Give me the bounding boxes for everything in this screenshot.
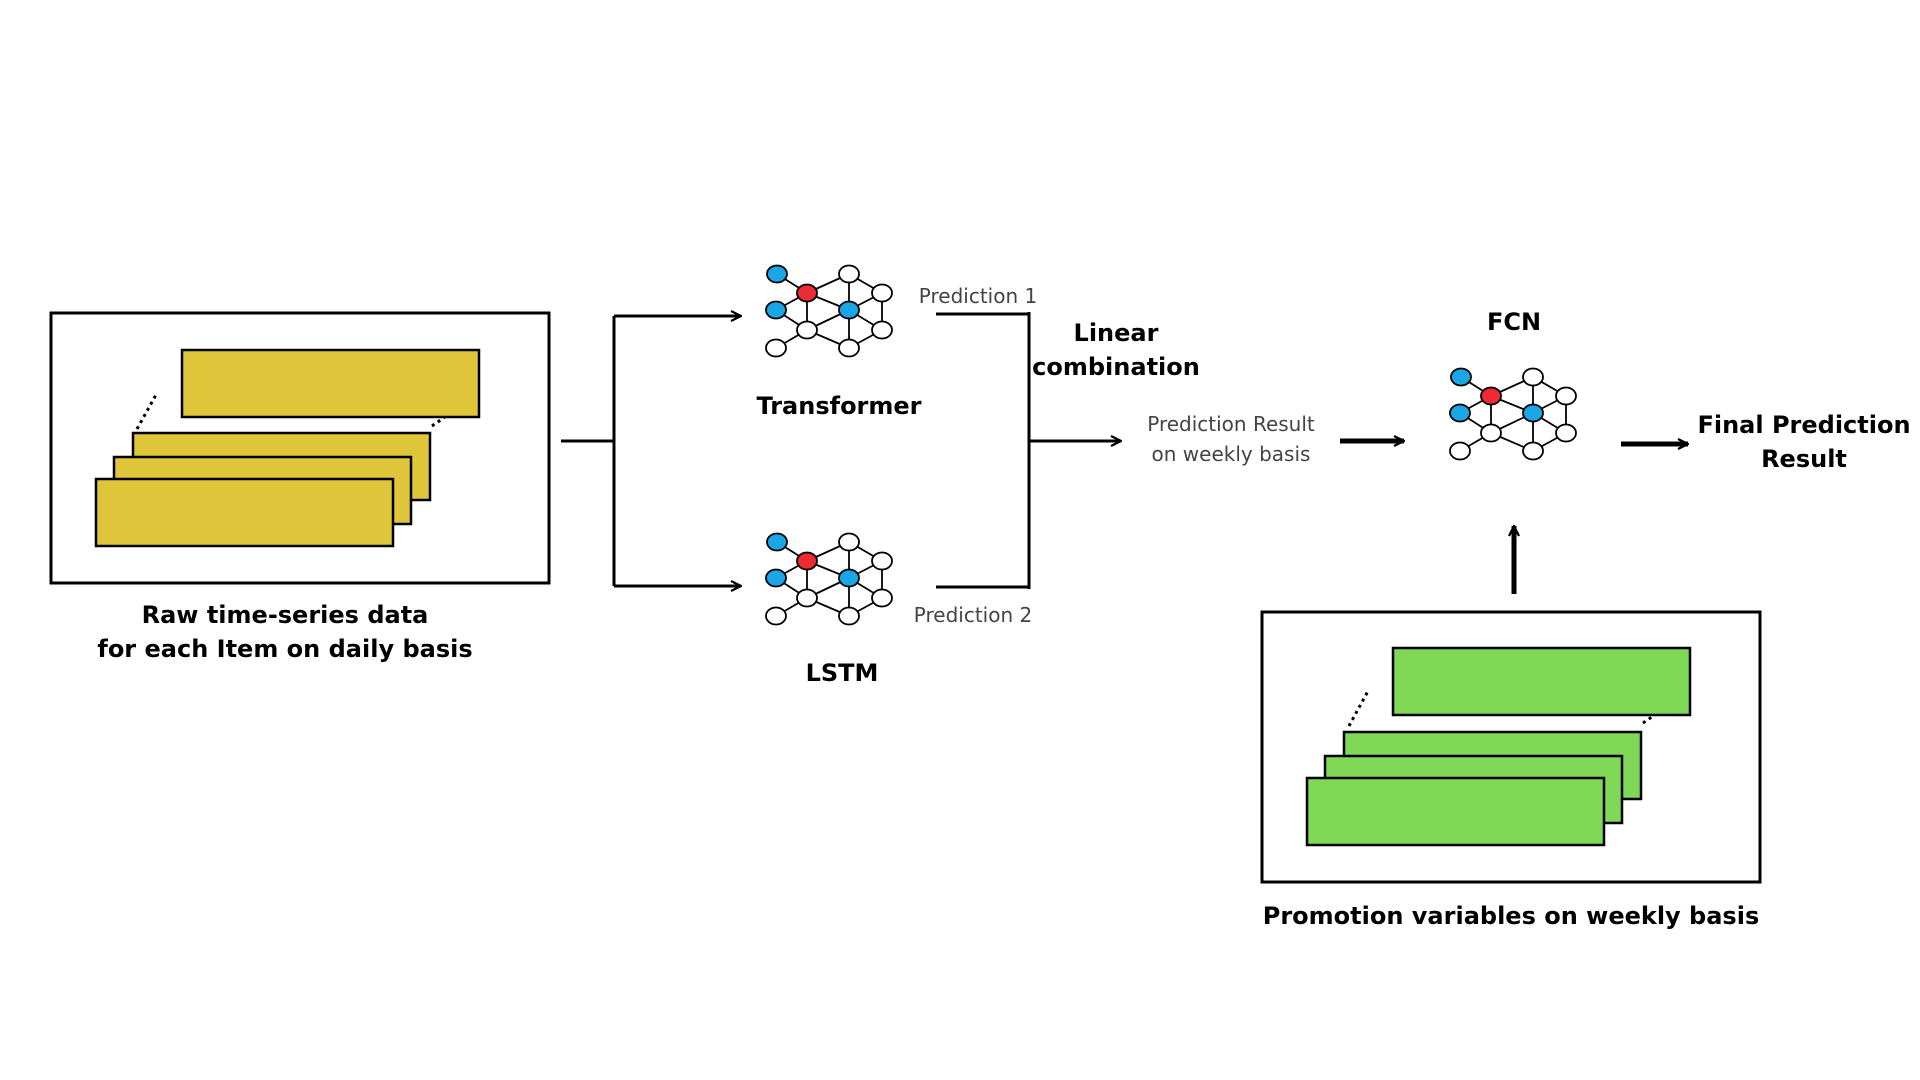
prediction-result-line2: on weekly basis [1151,442,1311,466]
final-result-line2: Result [1761,445,1847,473]
promotion-layer-1 [1305,776,1606,847]
linear-combination-line1: Linear [1073,319,1159,347]
prediction-result-label: Prediction Result on weekly basis [1131,409,1331,469]
promotion-stack [1305,646,1692,847]
raw-data-caption-line2: for each Item on daily basis [97,635,473,663]
raw-data-panel [49,311,551,585]
linear-combination-label: Linear combination [1016,316,1216,384]
prediction-result-line1: Prediction Result [1147,412,1315,436]
merge-connector [936,312,1121,589]
prediction-1-label: Prediction 1 [918,284,1038,308]
final-result-line1: Final Prediction [1697,411,1911,439]
promotion-caption: Promotion variables on weekly basis [1262,902,1760,930]
raw-data-caption: Raw time-series data for each Item on da… [85,598,485,666]
transformer-network-icon [765,264,893,358]
promotion-panel [1260,610,1762,884]
promotion-layer-top [1391,646,1692,717]
raw-data-stack [94,348,481,548]
split-connector [561,316,741,586]
lstm-label: LSTM [805,659,879,687]
raw-data-layer-1 [94,477,395,548]
fcn-label: FCN [1486,308,1542,336]
prediction-2-label: Prediction 2 [913,603,1033,627]
raw-data-layer-top [180,348,481,419]
lstm-network-icon [765,532,893,626]
transformer-label: Transformer [756,392,922,420]
fcn-network-icon [1449,367,1577,461]
final-result-label: Final Prediction Result [1691,408,1917,476]
raw-data-caption-line1: Raw time-series data [141,601,429,629]
linear-combination-line2: combination [1032,353,1200,381]
